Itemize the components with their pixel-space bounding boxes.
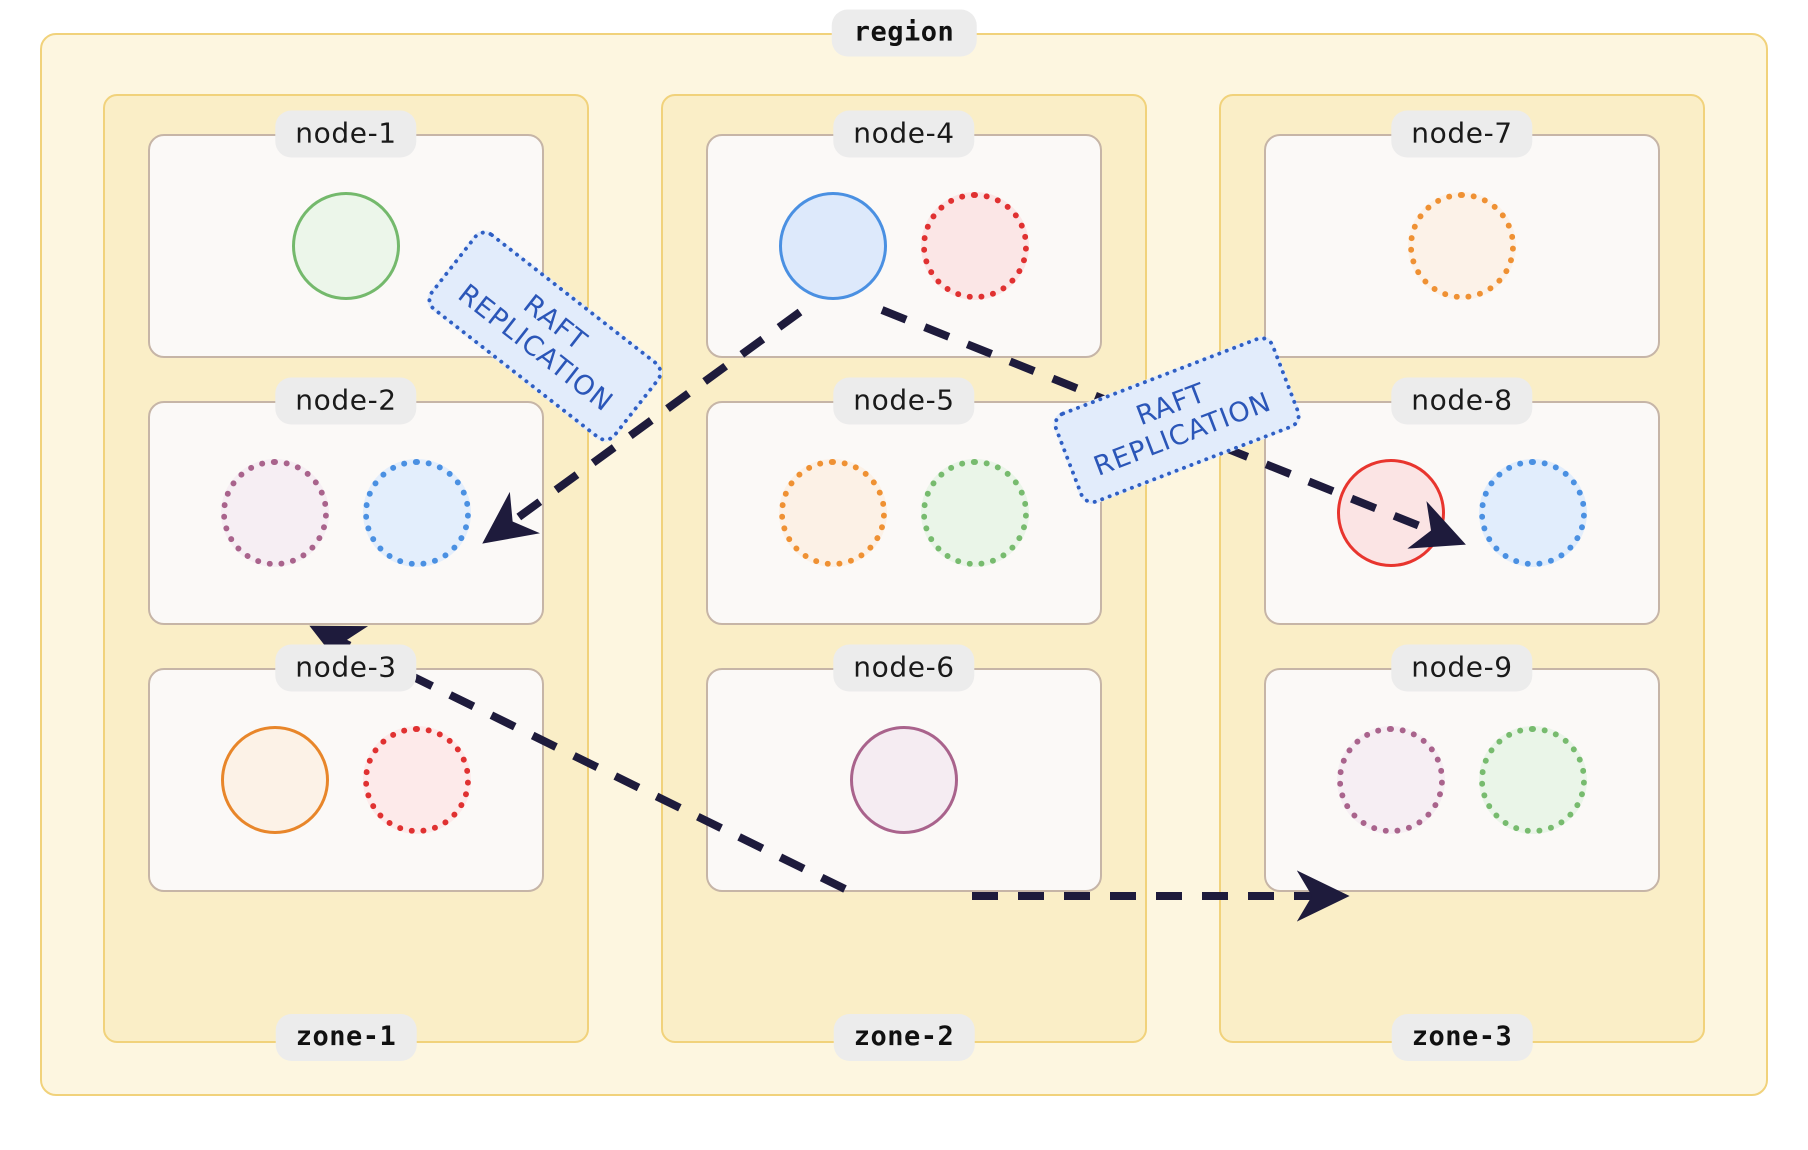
node-box-node-2[interactable]: node-2 [148,377,544,625]
shard-node-6-0[interactable] [850,726,958,834]
zone-label-zone-2: zone-2 [833,1014,975,1061]
node-label-node-8: node-8 [1391,377,1533,425]
node-box-node-6[interactable]: node-6 [706,644,1102,892]
node-box-node-9[interactable]: node-9 [1264,644,1660,892]
zone-label-zone-3: zone-3 [1391,1014,1533,1061]
node-box-node-5[interactable]: node-5 [706,377,1102,625]
node-box-node-8[interactable]: node-8 [1264,377,1660,625]
node-shards-node-6 [708,670,1100,890]
shard-node-2-1[interactable] [363,459,471,567]
node-shards-node-2 [150,403,542,623]
node-box-node-3[interactable]: node-3 [148,644,544,892]
shard-node-8-0[interactable] [1337,459,1445,567]
shard-node-2-0[interactable] [221,459,329,567]
shard-node-4-0[interactable] [779,192,887,300]
node-label-node-1: node-1 [275,110,417,158]
shard-node-5-0[interactable] [779,459,887,567]
shard-node-1-0[interactable] [292,192,400,300]
node-label-node-4: node-4 [833,110,975,158]
shard-node-4-1[interactable] [921,192,1029,300]
node-label-node-9: node-9 [1391,644,1533,692]
node-shards-node-7 [1266,136,1658,356]
node-label-node-2: node-2 [275,377,417,425]
node-shards-node-4 [708,136,1100,356]
zone-label-zone-1: zone-1 [275,1014,417,1061]
node-label-node-6: node-6 [833,644,975,692]
shard-node-3-1[interactable] [363,726,471,834]
shard-node-3-0[interactable] [221,726,329,834]
node-shards-node-9 [1266,670,1658,890]
node-shards-node-8 [1266,403,1658,623]
node-box-node-7[interactable]: node-7 [1264,110,1660,358]
shard-node-8-1[interactable] [1479,459,1587,567]
node-shards-node-1 [150,136,542,356]
node-box-node-4[interactable]: node-4 [706,110,1102,358]
shard-node-9-1[interactable] [1479,726,1587,834]
shard-node-9-0[interactable] [1337,726,1445,834]
region-label: region [831,9,977,57]
node-label-node-5: node-5 [833,377,975,425]
node-shards-node-5 [708,403,1100,623]
shard-node-5-1[interactable] [921,459,1029,567]
shard-node-7-0[interactable] [1408,192,1516,300]
node-label-node-7: node-7 [1391,110,1533,158]
node-shards-node-3 [150,670,542,890]
node-label-node-3: node-3 [275,644,417,692]
